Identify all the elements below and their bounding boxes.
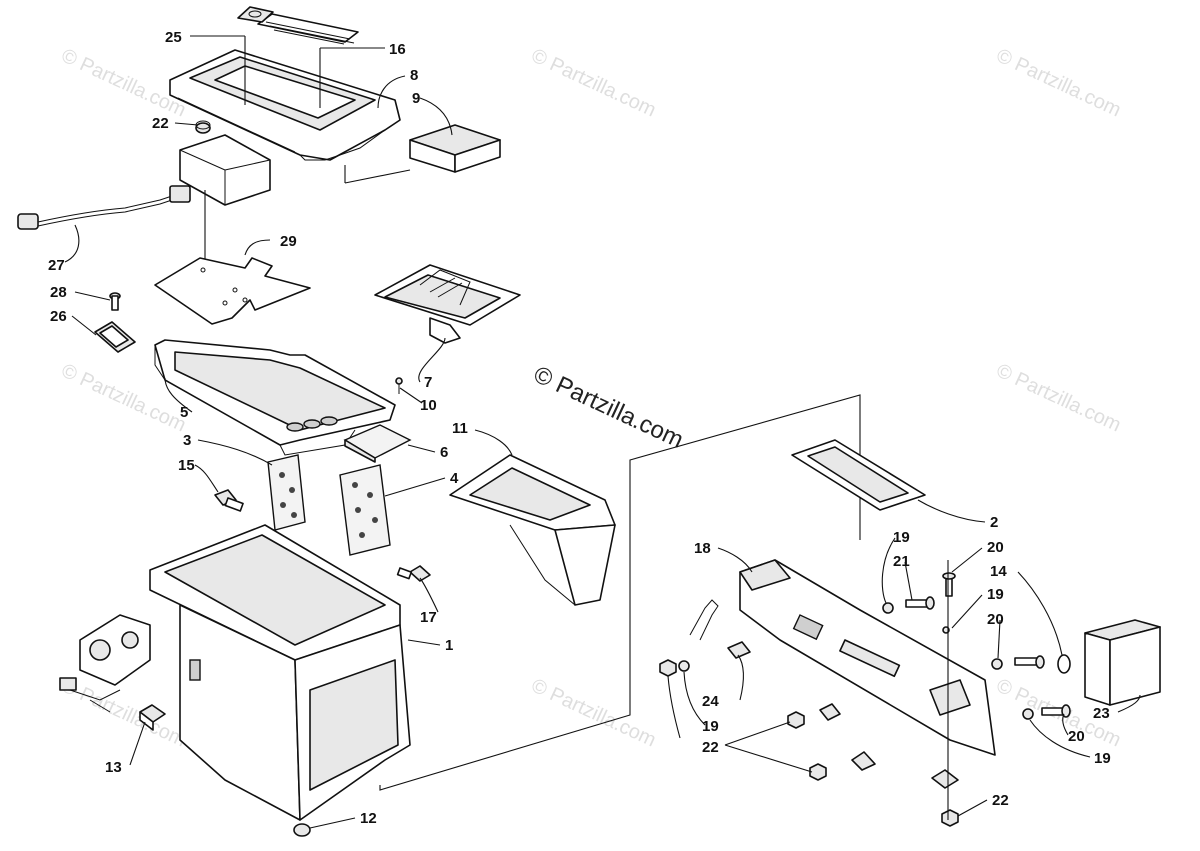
callout-14: 14 [990, 563, 1007, 580]
callout-6: 6 [440, 444, 448, 461]
part-6-foam [343, 424, 412, 463]
assembly-line-right [379, 394, 861, 791]
part-26-boot [94, 321, 136, 353]
callout-11: 11 [452, 420, 468, 437]
part-18-intake-duct [739, 559, 996, 756]
part-16-grille [257, 13, 359, 45]
callout-19c: 19 [702, 718, 719, 735]
part-29-plate [154, 257, 311, 325]
part-25-plate [237, 6, 274, 23]
callout-20c: 20 [1068, 728, 1085, 745]
watermark: © Partzilla.com [993, 45, 1124, 122]
watermark-center: © Partzilla.com [529, 361, 687, 454]
callout-18: 18 [694, 540, 711, 557]
nut-22-left [659, 659, 677, 677]
callout-19b: 19 [987, 586, 1004, 603]
callout-15: 15 [178, 457, 195, 474]
callout-16: 16 [389, 41, 406, 58]
nut-22-mid [787, 711, 805, 729]
callout-29: 29 [280, 233, 297, 250]
part-4-foam [339, 464, 391, 556]
grommet-14 [1057, 654, 1071, 674]
callout-19a: 19 [893, 529, 910, 546]
callout-26: 26 [50, 308, 67, 325]
part-10-screw [395, 377, 403, 394]
nut-22-bottom [941, 809, 959, 827]
callout-17: 17 [420, 609, 437, 626]
callout-7: 7 [424, 374, 432, 391]
part-22-nut-top [195, 120, 211, 134]
part-7-inlet-cover [374, 264, 521, 344]
part-15-bolt [214, 489, 244, 512]
watermark: © Partzilla.com [58, 675, 189, 752]
electronic-module [179, 134, 271, 265]
callout-28: 28 [50, 284, 67, 301]
plate-22-bottom [931, 769, 959, 789]
part-28-screw [109, 292, 121, 311]
bolt-20c [1041, 707, 1065, 716]
callout-23: 23 [1093, 705, 1110, 722]
callout-21: 21 [893, 553, 910, 570]
callout-20a: 20 [987, 539, 1004, 556]
callout-13: 13 [105, 759, 122, 776]
callout-8: 8 [410, 67, 418, 84]
part-11-duct [449, 454, 616, 606]
assembly-lines [344, 165, 861, 791]
callout-12: 12 [360, 810, 377, 827]
callout-2: 2 [990, 514, 998, 531]
nut-22-low [809, 763, 827, 781]
callouts: 25 16 8 9 22 27 29 28 26 7 10 5 3 6 11 1… [48, 29, 1111, 827]
callout-3: 3 [183, 432, 191, 449]
callout-27: 27 [48, 257, 65, 274]
part-24-bracket [689, 599, 751, 659]
callout-1: 1 [445, 637, 453, 654]
watermark: © Partzilla.com [993, 360, 1124, 437]
leader-lines [64, 35, 1141, 829]
part-3-foam [267, 454, 306, 531]
part-13-clip [139, 704, 166, 731]
part-2-gasket [791, 439, 926, 511]
callout-4: 4 [450, 470, 459, 487]
assembly-line-top [344, 169, 411, 184]
callout-24: 24 [702, 693, 719, 710]
throttle-linkage [59, 614, 151, 713]
part-23-filter [1084, 619, 1161, 706]
part-1-airbox-base [149, 524, 411, 837]
callout-19d: 19 [1094, 750, 1111, 767]
callout-22b: 22 [702, 739, 719, 756]
callout-25: 25 [165, 29, 182, 46]
part-17-bolt [396, 565, 431, 582]
callout-9: 9 [412, 90, 420, 107]
callout-22: 22 [152, 115, 169, 132]
part-27-harness [17, 185, 191, 230]
washer-19b2 [991, 658, 1003, 670]
washer-19d [1022, 708, 1034, 720]
washer-19c [678, 660, 690, 672]
plate-mid [819, 703, 841, 721]
washer-19a [882, 602, 894, 614]
part-9-filter [409, 124, 501, 173]
callout-22c: 22 [992, 792, 1009, 809]
plate-low [851, 751, 876, 771]
callout-20b: 20 [987, 611, 1004, 628]
watermark: © Partzilla.com [528, 45, 659, 122]
callout-10: 10 [420, 397, 437, 414]
callout-5: 5 [180, 404, 188, 421]
